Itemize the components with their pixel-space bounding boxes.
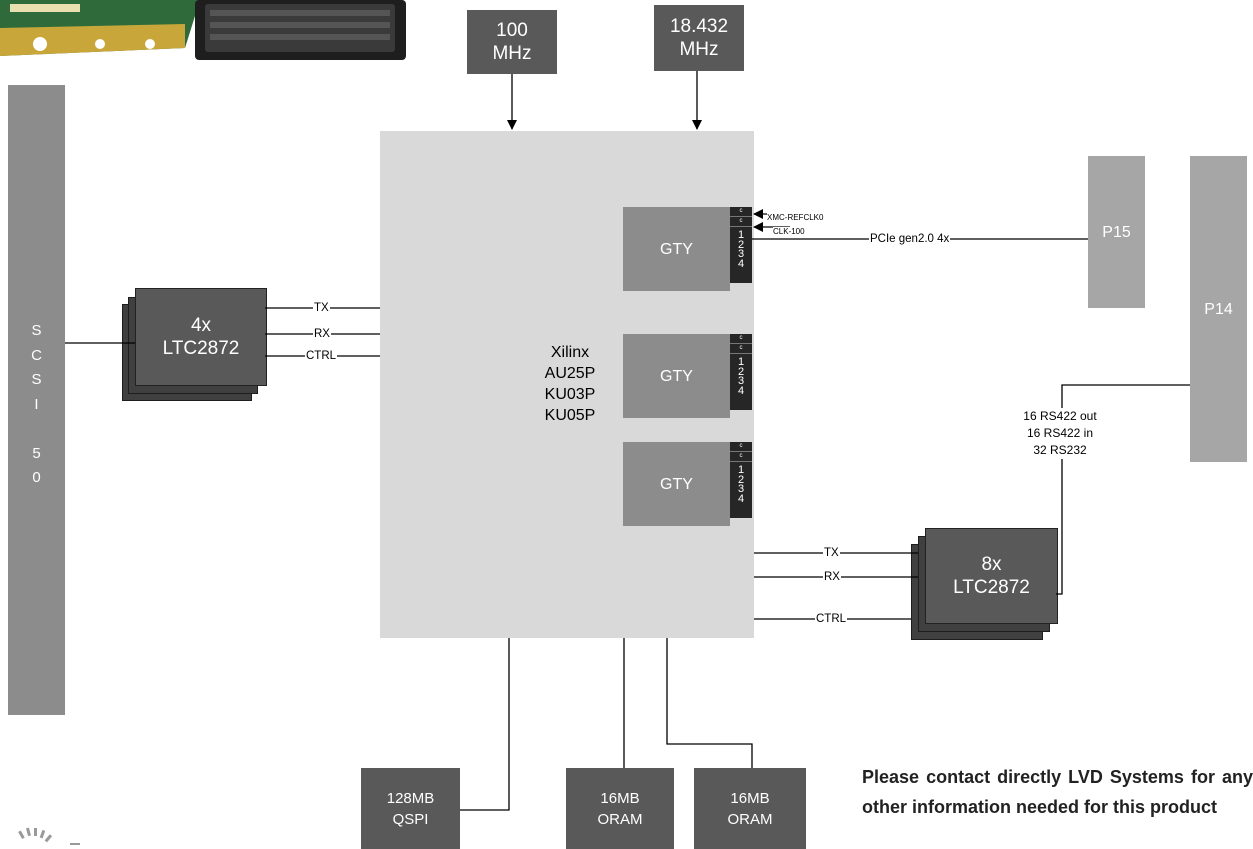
fpga-label-line: KU03P [544,386,596,403]
wire-serial [1056,384,1190,595]
clock-18mhz-box: 18.432 MHz [654,5,744,71]
gty-lanes-1: c c 1 2 3 4 [730,207,752,283]
lane-number: 1 [737,464,745,476]
memory-oram-2: 16MB ORAM [694,768,806,849]
gty-lanes-3: c c 1 2 3 4 [730,442,752,518]
product-photo-graphic [0,0,406,62]
lane-refclk: c [730,207,752,217]
contact-note: Please contact directly LVD Systems for … [862,767,1253,817]
connector-p15: P15 [1088,156,1145,308]
gty-block-3: GTY [623,442,730,526]
lane-number: 4 [737,257,745,270]
scsi-letter: 0 [32,469,41,486]
gty-lanes-2: c c 1 2 3 4 [730,334,752,410]
lane-number: 2 [737,365,745,378]
left-ctrl-label: CTRL [305,350,338,362]
transceiver-left: 4x LTC2872 [135,288,267,386]
pcie-label: PCIe gen2.0 4x [869,233,951,245]
transceiver-right: 8x LTC2872 [925,528,1058,624]
clk100-label: CLK-100 [773,227,805,236]
clock-100mhz-box: 100 MHz [467,10,557,74]
transceiver-left-count: 4x [190,315,212,336]
connector-p14: P14 [1190,156,1247,462]
lane-number: 3 [737,375,745,387]
lane-number: 4 [737,492,745,505]
product-photo [0,0,406,62]
clock-18mhz-value: 18.432 [669,16,729,37]
scsi-letter: I [34,395,39,413]
lane-refclk: c [730,217,752,227]
memory-qspi-type: QSPI [392,810,429,828]
scsi-letter: 5 [32,444,41,462]
gty-label: GTY [660,475,693,493]
transceiver-left-part: LTC2872 [162,338,240,359]
serial-line: 32 RS232 [1033,443,1087,457]
fpga-label: Xilinx AU25P KU03P KU05P [520,342,620,426]
fpga-label-line: Xilinx [550,344,590,361]
memory-oram-1: 16MB ORAM [566,768,674,849]
lane-number: 3 [737,248,745,260]
connector-p14-label: P14 [1204,300,1233,318]
gty-label: GTY [660,367,693,385]
gty-label: GTY [660,240,693,258]
wire-qspi [460,638,510,811]
memory-oram-1-type: ORAM [597,810,643,828]
memory-oram-2-size: 16MB [730,789,770,807]
xmc-refclk-label: XMC-REFCLK0 [767,213,824,222]
transceiver-right-count: 8x [981,554,1002,575]
scsi-letter: S [31,371,42,388]
memory-oram-1-size: 16MB [600,789,640,807]
clock-18mhz-unit: MHz [679,39,719,60]
scsi-letters: S C S I 5 0 [8,319,65,491]
lane-number: 2 [737,238,745,251]
lane-refclk: c [730,452,752,462]
scsi-letter: S [31,322,42,339]
memory-qspi: 128MB QSPI [361,768,460,849]
lane-number: 4 [737,384,745,397]
gty-block-1: GTY [623,207,730,291]
clock-100mhz-value: 100 [496,20,528,41]
scsi-letter: C [31,346,42,364]
serial-line: 16 RS422 in [1026,426,1094,440]
lane-refclk: c [730,442,752,452]
lane-refclk: c [730,334,752,344]
clock-100mhz-unit: MHz [492,43,532,64]
lane-number: 1 [737,229,745,241]
fpga-label-line: KU05P [544,407,596,424]
logo-graphic [18,827,80,845]
lane-number: 3 [737,483,745,495]
transceiver-right-part: LTC2872 [953,577,1030,598]
serial-line: 16 RS422 out [1023,409,1097,423]
memory-qspi-size: 128MB [386,789,435,807]
right-tx-label: TX [823,547,840,559]
gty-block-2: GTY [623,334,730,418]
lane-number: 1 [737,356,745,368]
wire-oram2 [666,638,753,768]
lane-refclk: c [730,344,752,354]
serial-label: 16 RS422 out 16 RS422 in 32 RS232 [1000,408,1120,459]
left-tx-label: TX [313,302,330,314]
left-rx-label: RX [313,328,331,340]
scsi-connector: S C S I 5 0 [8,85,65,715]
memory-oram-2-type: ORAM [727,810,773,828]
fpga-label-line: AU25P [544,365,596,382]
right-rx-label: RX [823,571,841,583]
connector-p15-label: P15 [1102,223,1131,241]
right-ctrl-label: CTRL [815,613,848,625]
lane-number: 2 [737,473,745,486]
